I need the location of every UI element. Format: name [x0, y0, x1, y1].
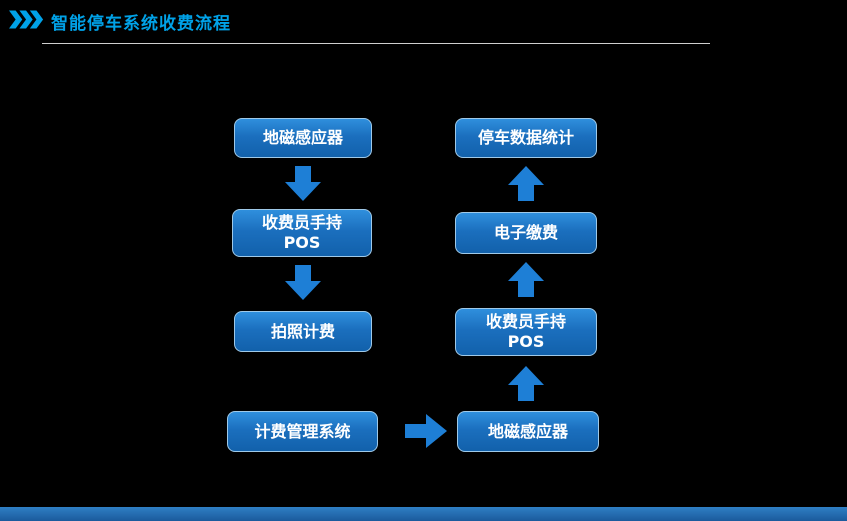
arrow-down-icon	[285, 166, 321, 201]
flow-box-electronic-payment: 电子缴费	[455, 212, 597, 254]
flow-box-label: 收费员手持 POS	[485, 312, 566, 351]
arrow-right-icon	[405, 414, 447, 448]
flow-box-parking-data-statistics: 停车数据统计	[455, 118, 597, 158]
flow-box-label: 拍照计费	[270, 321, 335, 341]
arrow-up-icon	[508, 166, 544, 201]
bottom-bar	[0, 507, 847, 521]
arrow-up-icon	[508, 366, 544, 401]
page-title: 智能停车系统收费流程	[51, 14, 231, 34]
flow-box-label: 地磁感应器	[487, 421, 568, 441]
flow-box-label: 电子缴费	[493, 223, 558, 242]
flow-box-billing-management-system: 计费管理系统	[227, 411, 378, 452]
arrow-up-icon	[508, 262, 544, 297]
flow-box-label: 地磁感应器	[262, 128, 343, 147]
flow-box-geomagnetic-sensor: 地磁感应器	[234, 118, 372, 158]
flow-box-label: 停车数据统计	[477, 128, 574, 147]
title-divider	[42, 43, 710, 44]
flow-box-toll-collector-pos-2: 收费员手持 POS	[455, 308, 597, 356]
chevrons-icon	[9, 10, 45, 29]
flow-box-photo-billing: 拍照计费	[234, 311, 372, 352]
flow-box-toll-collector-pos: 收费员手持 POS	[232, 209, 372, 257]
flow-box-label: 收费员手持 POS	[261, 213, 342, 252]
flow-box-label: 计费管理系统	[254, 421, 351, 441]
flow-box-geomagnetic-sensor-2: 地磁感应器	[457, 411, 599, 452]
arrow-down-icon	[285, 265, 321, 300]
